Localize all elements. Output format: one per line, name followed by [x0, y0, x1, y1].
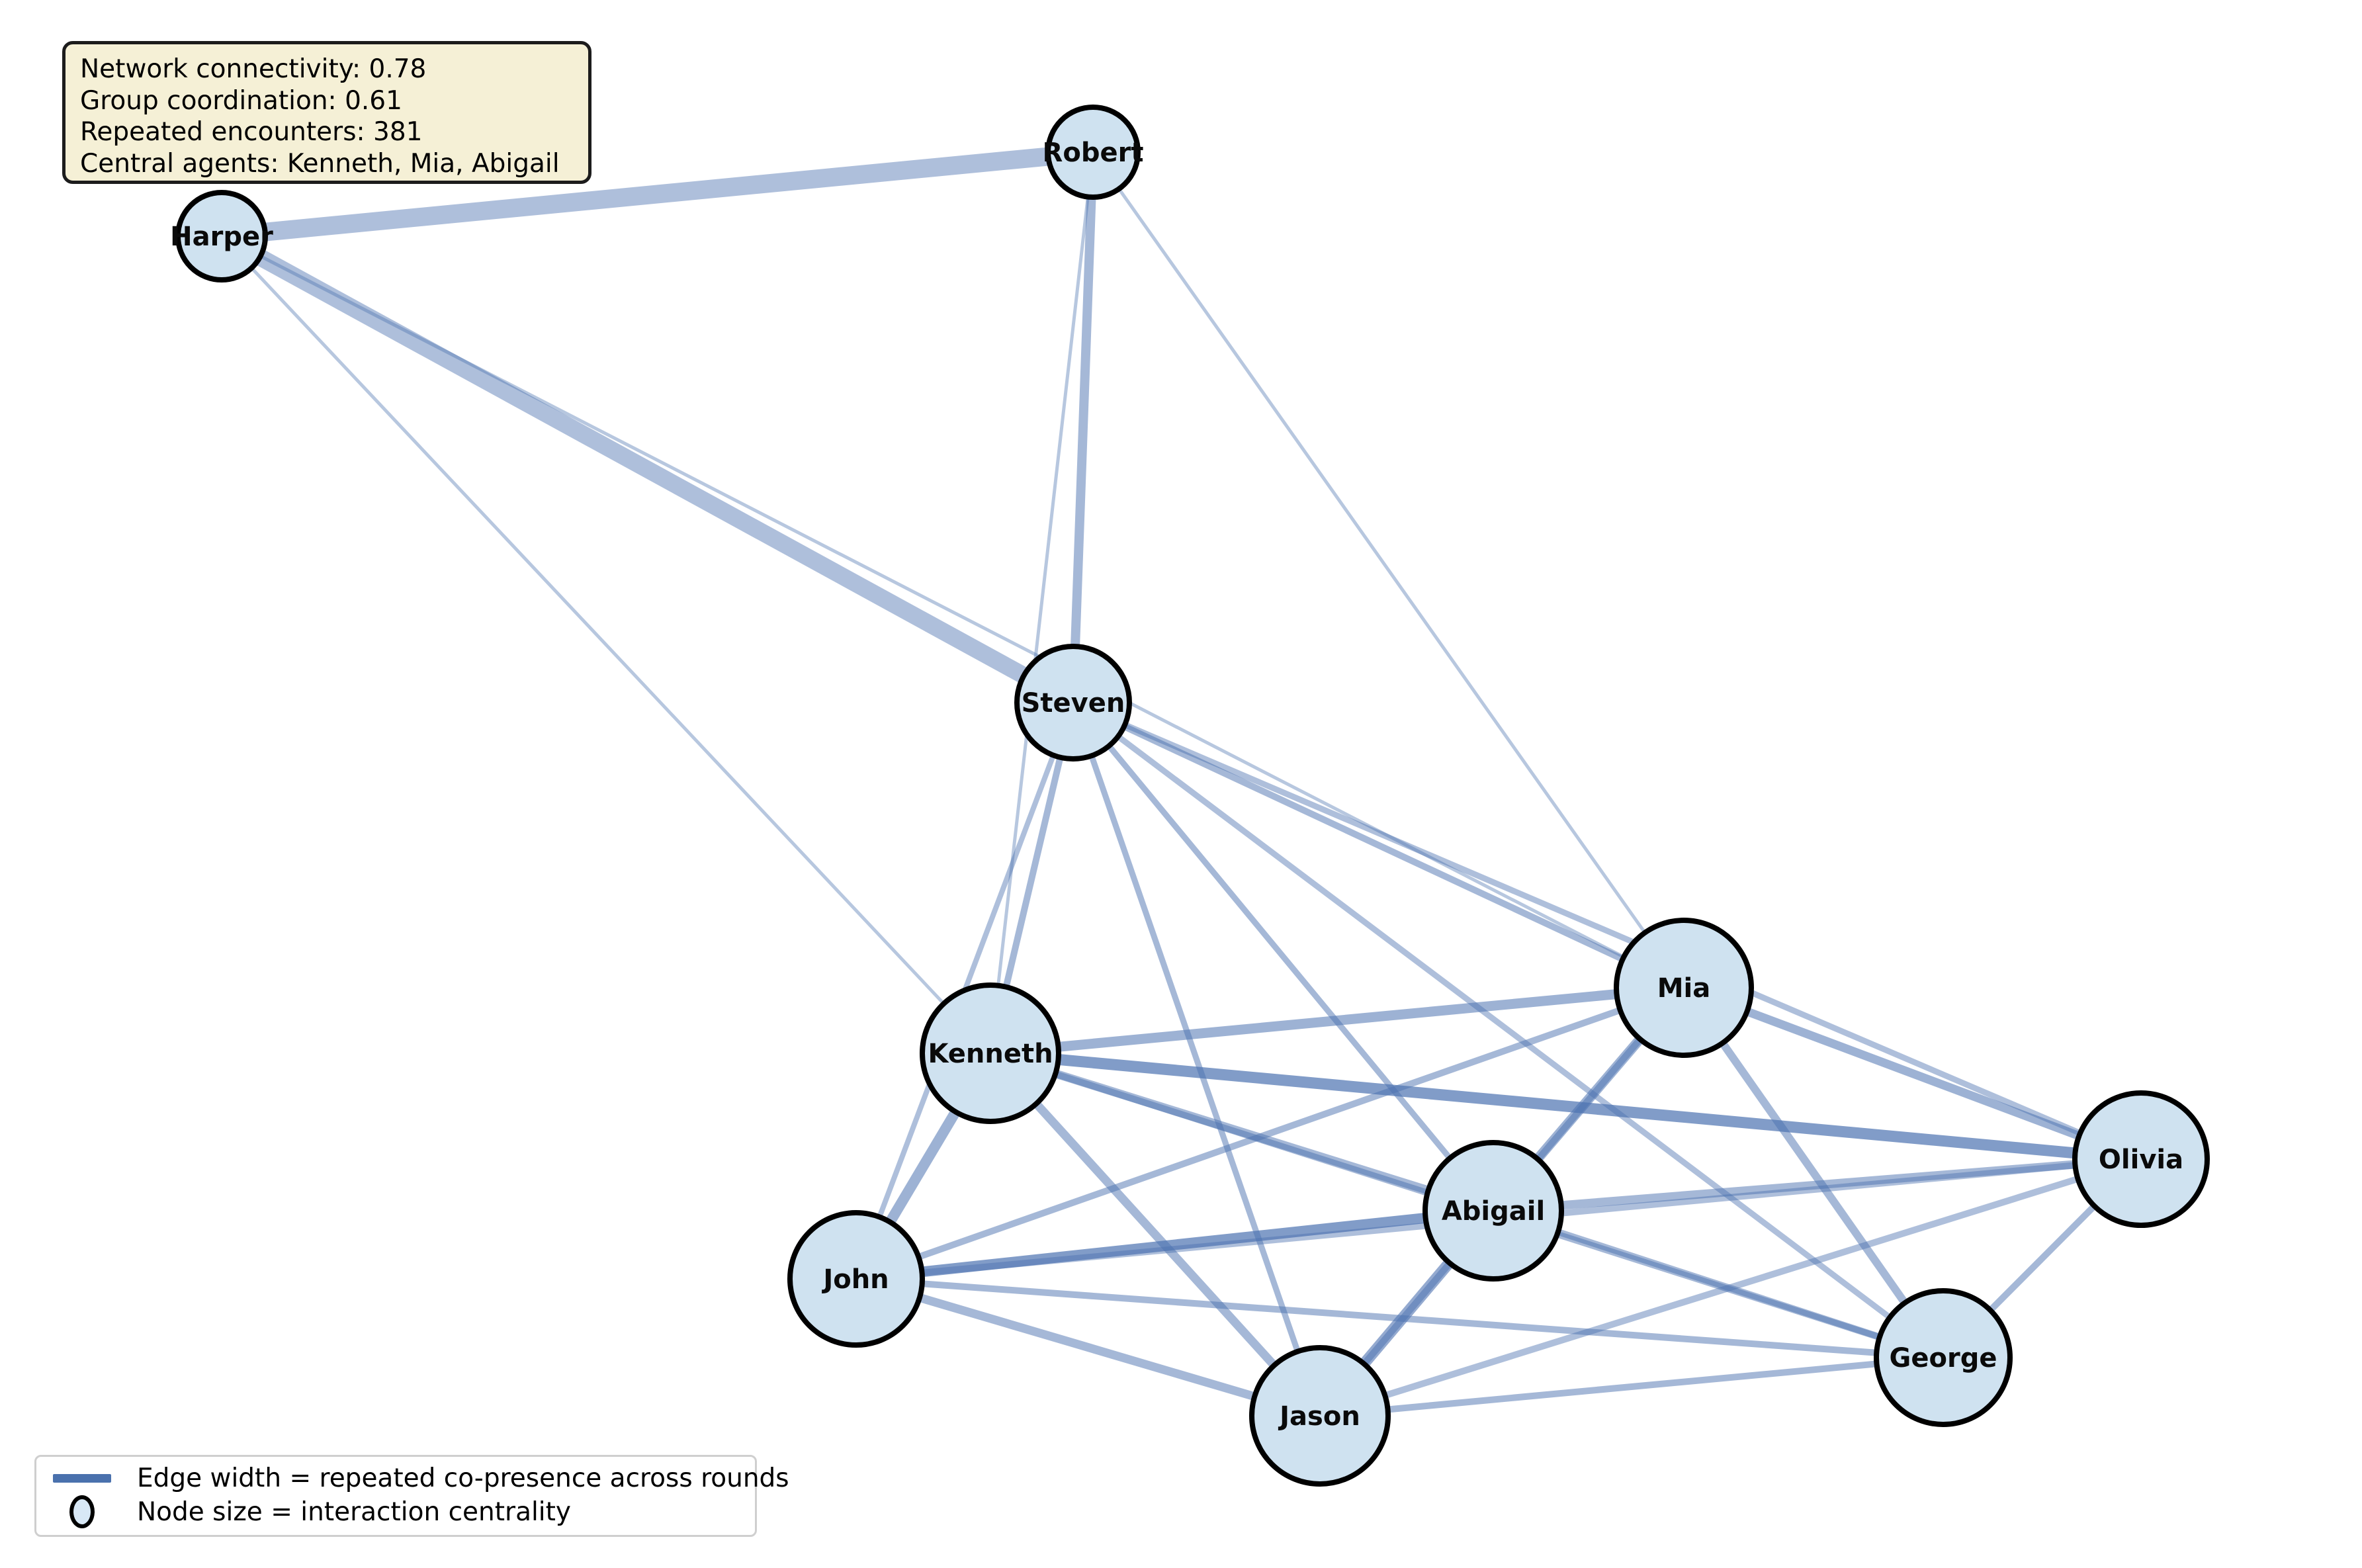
legend-label-edge-width: Edge width = repeated co-presence across… [137, 1463, 789, 1493]
node-robert [1045, 105, 1141, 200]
edge-kenneth-mia [990, 982, 1684, 1059]
node-olivia [2072, 1090, 2210, 1228]
legend-row-node-size: Node size = interaction centrality [46, 1495, 746, 1529]
edge-jason-george [1319, 1354, 1944, 1419]
node-jason [1249, 1345, 1391, 1487]
edge-harper-kenneth [220, 235, 992, 1055]
stat-central-agents: Central agents: Kenneth, Mia, Abigail [80, 148, 560, 179]
node-mia [1614, 918, 1754, 1058]
edge-john-abigail [855, 1205, 1494, 1284]
edge-line-swatch-icon [53, 1473, 111, 1483]
legend-label-node-size: Node size = interaction centrality [137, 1497, 572, 1527]
node-harper [175, 190, 268, 283]
node-label-harper: Harper [170, 222, 273, 252]
edge-harper-mia [220, 234, 1685, 990]
node-label-steven: Steven [1022, 688, 1125, 719]
node-label-george: George [1890, 1343, 1997, 1373]
edge-john-jason [855, 1274, 1321, 1420]
node-label-kenneth: Kenneth [928, 1039, 1053, 1069]
node-label-olivia: Olivia [2099, 1145, 2183, 1175]
nodes-layer [175, 105, 2210, 1487]
edge-harper-steven [217, 228, 1078, 711]
node-circle-swatch-icon [69, 1495, 95, 1529]
edge-steven-mia [1071, 699, 1686, 991]
node-john [787, 1210, 925, 1348]
node-label-john: John [821, 1264, 889, 1295]
node-abigail [1422, 1140, 1564, 1282]
edge-abigail-olivia [1493, 1154, 2142, 1215]
stat-group-coordination: Group coordination: 0.61 [80, 85, 402, 116]
network-stats-box: Network connectivity: 0.78 Group coordin… [62, 41, 591, 184]
stat-repeated-encounters: Repeated encounters: 381 [80, 117, 423, 148]
edge-john-mia [855, 984, 1685, 1282]
edge-robert-steven [1069, 152, 1098, 703]
edge-steven-jason [1070, 701, 1323, 1417]
legend-row-edge-width: Edge width = repeated co-presence across… [46, 1463, 789, 1493]
node-label-mia: Mia [1657, 973, 1711, 1004]
node-george [1874, 1288, 2013, 1427]
node-kenneth [920, 982, 1061, 1124]
node-label-jason: Jason [1278, 1401, 1360, 1432]
edge-steven-abigail [1071, 701, 1496, 1213]
edges-layer [217, 143, 2144, 1420]
edge-robert-mia [1091, 151, 1686, 989]
legend-swatch-cell [46, 1473, 118, 1483]
legend-swatch-cell [46, 1495, 118, 1529]
node-steven [1014, 644, 1132, 762]
edge-steven-olivia [1072, 699, 2142, 1162]
edge-kenneth-jason [987, 1050, 1323, 1419]
edge-kenneth-olivia [990, 1047, 2142, 1165]
node-label-abigail: Abigail [1442, 1196, 1545, 1227]
edge-harper-robert [220, 143, 1094, 245]
edge-robert-kenneth [988, 152, 1095, 1054]
edge-mia-olivia [1682, 983, 2143, 1164]
stat-network-connectivity: Network connectivity: 0.78 [80, 54, 427, 84]
edge-mia-george [1681, 985, 1946, 1360]
legend: Edge width = repeated co-presence across… [34, 1455, 789, 1537]
edge-abigail-george [1492, 1207, 1945, 1361]
node-label-robert: Robert [1043, 138, 1144, 168]
edge-steven-george [1071, 700, 1945, 1360]
